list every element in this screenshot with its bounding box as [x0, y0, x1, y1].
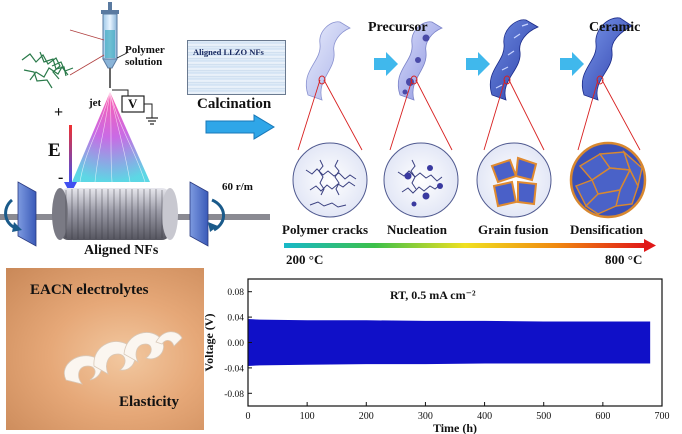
zoom-polymer-cracks	[292, 142, 368, 218]
jet-label: jet	[89, 97, 102, 109]
calcination-stages-diagram	[284, 17, 656, 252]
x-tick-label-0: 0	[246, 411, 251, 422]
step-nucleation-label: Nucleation	[387, 222, 447, 237]
fiber-stage-1	[305, 21, 351, 101]
stage-arrow-2-icon	[466, 52, 490, 76]
polymer-solution-label: Polymer solution	[125, 44, 165, 68]
field-e-label: E	[48, 140, 61, 161]
y-tick-label-2: 0.00	[227, 339, 244, 349]
zoom-grain-fusion	[476, 142, 552, 218]
step-densification-label: Densification	[570, 222, 643, 237]
step-grain-fusion-label: Grain fusion	[478, 222, 549, 237]
aligned-nfs-label: Aligned NFs	[84, 243, 159, 258]
llzo-photo-label: Aligned LLZO NFs	[193, 47, 264, 57]
y-axis-label: Voltage (V)	[202, 314, 216, 372]
y-tick-label-0: -0.08	[224, 390, 244, 400]
y-tick-label-1: -0.04	[224, 364, 244, 374]
fiber-stage-2	[397, 21, 443, 101]
rotating-collector	[0, 181, 270, 247]
rpm-label: 60 r/m	[222, 181, 253, 193]
x-axis-label: Time (h)	[433, 421, 477, 434]
x-tick-label-4: 400	[477, 411, 492, 422]
chart-annotation: RT, 0.5 mA cm⁻²	[390, 288, 476, 302]
y-tick-label-4: 0.08	[227, 288, 244, 298]
x-tick-label-5: 500	[536, 411, 551, 422]
x-tick-label-7: 700	[655, 411, 670, 422]
fiber-stage-4	[581, 17, 633, 101]
zoom-densification	[569, 141, 647, 219]
temperature-gradient-bar	[284, 239, 656, 252]
step-polymer-cracks-label: Polymer cracks	[282, 222, 369, 237]
voltage-series-band	[248, 319, 651, 366]
electric-field-arrow	[64, 125, 77, 194]
electrospinning-diagram	[0, 2, 270, 247]
x-tick-label-3: 300	[418, 411, 433, 422]
field-plus-label: +	[54, 104, 64, 121]
eacn-electrolytes-title: EACN electrolytes	[30, 282, 149, 298]
x-tick-label-1: 100	[300, 411, 315, 422]
fiber-stage-3	[489, 19, 539, 101]
rotation-arrow-right-icon	[211, 198, 225, 232]
stage-arrow-3-icon	[560, 52, 584, 76]
y-tick-label-3: 0.04	[227, 314, 244, 324]
calcination-arrow-icon	[205, 114, 275, 140]
voltage-symbol: V	[128, 96, 138, 111]
field-minus-label: -	[58, 169, 64, 186]
temp-end-label: 800 °C	[605, 252, 643, 267]
ceramic-label: Ceramic	[589, 20, 641, 35]
zoom-nucleation	[383, 142, 459, 218]
x-tick-label-2: 200	[359, 411, 374, 422]
syringe-icon	[101, 2, 119, 88]
x-tick-label-6: 600	[595, 411, 610, 422]
stage-arrow-1-icon	[374, 52, 398, 76]
llzo-fiber-photo	[187, 40, 286, 95]
fiber-jet-spray	[72, 91, 150, 183]
precursor-label: Precursor	[368, 20, 428, 35]
temp-start-label: 200 °C	[286, 252, 324, 267]
voltage-profile-chart: 0 100 200 300 400 500 600 700 -0.08 -0.04 0.00 0.04…	[202, 278, 670, 434]
polymer-molecule-icon	[21, 51, 74, 89]
calcination-label: Calcination	[197, 96, 272, 112]
elastic-film-spiral	[63, 331, 183, 385]
elasticity-caption: Elasticity	[119, 394, 179, 410]
